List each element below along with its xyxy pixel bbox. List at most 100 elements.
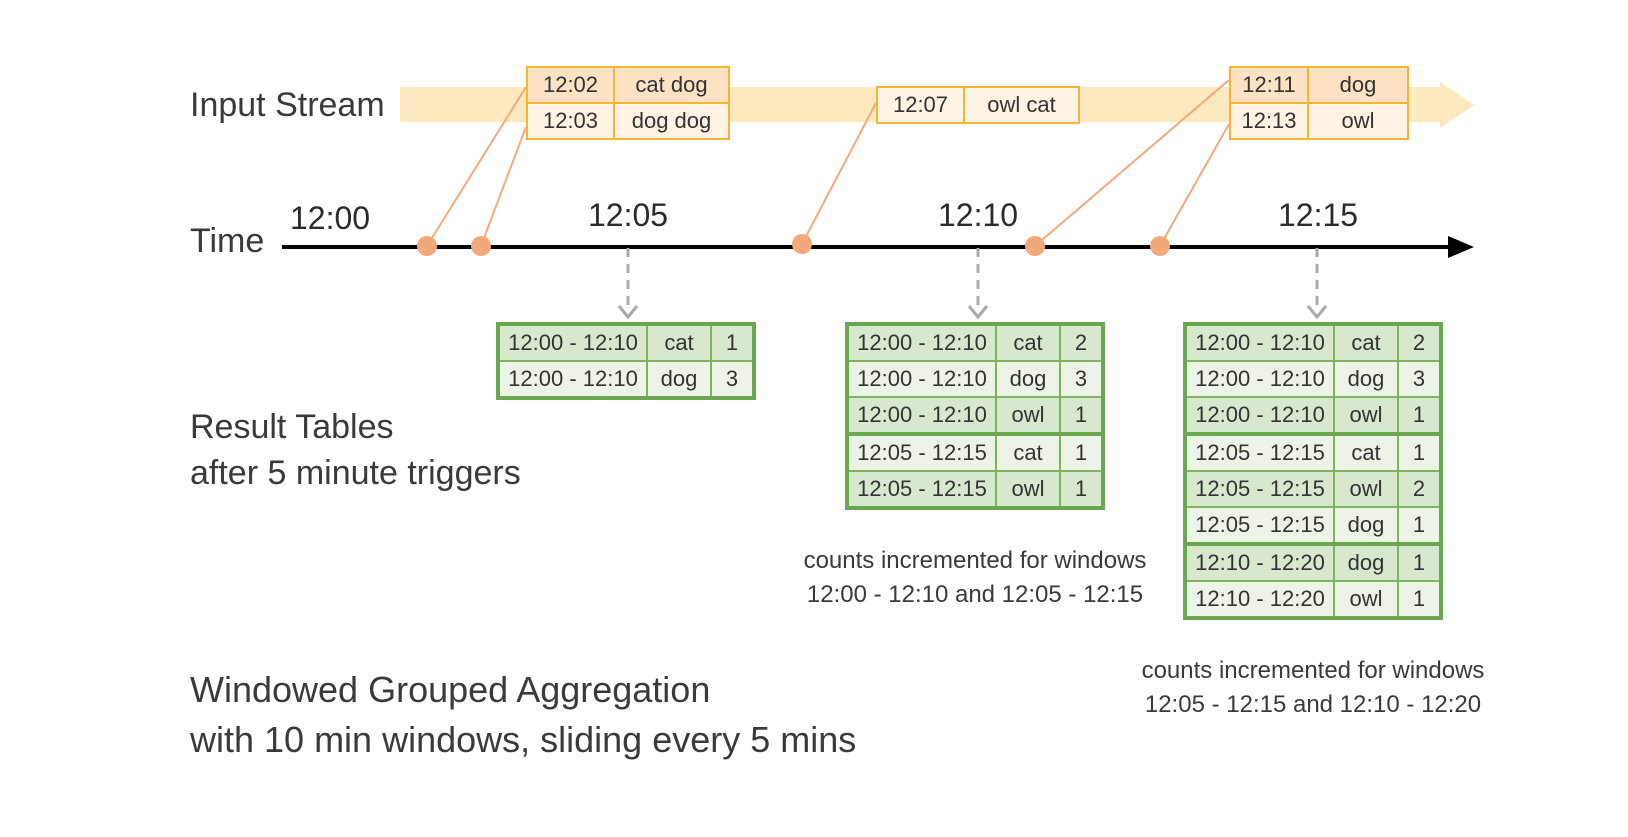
- event-words: owl cat: [963, 86, 1080, 124]
- diagram-caption: Windowed Grouped Aggregation with 10 min…: [190, 665, 856, 765]
- time-axis-label: Time: [190, 222, 265, 260]
- event-table-2: 12:07 owl cat: [876, 86, 1080, 124]
- input-stream-label: Input Stream: [190, 86, 385, 124]
- count-cell: 1: [1397, 396, 1442, 435]
- word-cell: dog: [1333, 542, 1399, 582]
- window-cell: 12:05 - 12:15: [846, 470, 997, 509]
- caption-line-1: Windowed Grouped Aggregation: [190, 669, 711, 710]
- count-cell: 2: [1397, 470, 1442, 508]
- window-cell: 12:00 - 12:10: [846, 360, 997, 398]
- result-row: 12:05 - 12:15 owl 1: [846, 470, 1104, 509]
- event-words: dog: [1307, 66, 1409, 104]
- note-line: counts incremented for windows: [1141, 657, 1485, 684]
- result-row: 12:05 - 12:15 dog 1: [1184, 506, 1442, 545]
- event-words: dog dog: [613, 102, 730, 140]
- time-tick-1205: 12:05: [588, 197, 669, 233]
- window-cell: 12:00 - 12:10: [1184, 396, 1335, 435]
- count-cell: 2: [1397, 323, 1442, 362]
- event-dot-4: [1025, 236, 1045, 256]
- result-table-1215: 12:00 - 12:10 cat 2 12:00 - 12:10 dog 3 …: [1183, 322, 1443, 620]
- event-dot-1: [417, 236, 437, 256]
- result-row: 12:00 - 12:10 dog 3: [1184, 360, 1442, 398]
- result-row: 12:00 - 12:10 owl 1: [1184, 396, 1442, 435]
- event-table-3: 12:11 dog 12:13 owl: [1229, 66, 1409, 140]
- count-cell: 1: [1059, 396, 1104, 435]
- count-cell: 1: [1059, 470, 1104, 509]
- trigger-arrow-1: [617, 248, 639, 320]
- caption-line-2: with 10 min windows, sliding every 5 min…: [190, 719, 857, 760]
- event-words: cat dog: [613, 66, 730, 104]
- connector-event-3: [801, 102, 877, 245]
- time-tick-1210: 12:10: [938, 197, 1019, 233]
- word-cell: owl: [1333, 396, 1399, 435]
- window-cell: 12:10 - 12:20: [1184, 542, 1335, 582]
- result-tables-label: Result Tables after 5 minute triggers: [190, 404, 521, 496]
- event-row: 12:03 dog dog: [526, 102, 730, 140]
- count-cell: 1: [1397, 432, 1442, 472]
- result-row: 12:10 - 12:20 dog 1: [1184, 542, 1442, 582]
- note-1210: counts incremented for windows 12:00 - 1…: [750, 544, 1200, 612]
- event-dot-3: [792, 234, 812, 254]
- window-cell: 12:10 - 12:20: [1184, 580, 1335, 619]
- event-row: 12:02 cat dog: [526, 66, 730, 104]
- trigger-arrow-3: [1306, 248, 1328, 320]
- word-cell: owl: [995, 470, 1061, 509]
- result-row: 12:00 - 12:10 cat 1: [497, 323, 755, 362]
- word-cell: dog: [1333, 360, 1399, 398]
- time-tick-1215: 12:15: [1278, 197, 1359, 233]
- word-cell: cat: [1333, 323, 1399, 362]
- connector-event-5: [1159, 123, 1230, 247]
- event-time: 12:02: [526, 66, 615, 104]
- result-row: 12:00 - 12:10 cat 2: [1184, 323, 1442, 362]
- window-cell: 12:00 - 12:10: [1184, 323, 1335, 362]
- event-row: 12:07 owl cat: [876, 86, 1080, 124]
- window-cell: 12:05 - 12:15: [1184, 432, 1335, 472]
- word-cell: owl: [1333, 470, 1399, 508]
- word-cell: owl: [995, 396, 1061, 435]
- event-words: owl: [1307, 102, 1409, 140]
- event-dot-2: [471, 236, 491, 256]
- event-dot-5: [1150, 236, 1170, 256]
- count-cell: 3: [710, 360, 755, 399]
- result-row: 12:00 - 12:10 owl 1: [846, 396, 1104, 435]
- result-tables-subtitle: after 5 minute triggers: [190, 454, 521, 492]
- result-tables-title: Result Tables: [190, 408, 394, 446]
- window-cell: 12:00 - 12:10: [497, 323, 648, 362]
- count-cell: 2: [1059, 323, 1104, 362]
- connector-event-1: [426, 86, 527, 247]
- result-row: 12:00 - 12:10 dog 3: [497, 360, 755, 399]
- window-cell: 12:00 - 12:10: [497, 360, 648, 399]
- result-row: 12:00 - 12:10 dog 3: [846, 360, 1104, 398]
- count-cell: 3: [1059, 360, 1104, 398]
- result-row: 12:00 - 12:10 cat 2: [846, 323, 1104, 362]
- result-row: 12:10 - 12:20 owl 1: [1184, 580, 1442, 619]
- window-cell: 12:05 - 12:15: [1184, 506, 1335, 545]
- event-time: 12:13: [1229, 102, 1309, 140]
- note-line: 12:00 - 12:10 and 12:05 - 12:15: [806, 581, 1144, 608]
- result-row: 12:05 - 12:15 cat 1: [846, 432, 1104, 472]
- note-line: counts incremented for windows: [803, 547, 1147, 574]
- event-row: 12:13 owl: [1229, 102, 1409, 140]
- word-cell: dog: [995, 360, 1061, 398]
- trigger-arrow-2: [967, 248, 989, 320]
- word-cell: cat: [995, 323, 1061, 362]
- window-cell: 12:00 - 12:10: [1184, 360, 1335, 398]
- word-cell: dog: [1333, 506, 1399, 545]
- word-cell: dog: [646, 360, 712, 399]
- count-cell: 1: [1397, 542, 1442, 582]
- note-line: 12:05 - 12:15 and 12:10 - 12:20: [1144, 691, 1482, 718]
- window-cell: 12:05 - 12:15: [1184, 470, 1335, 508]
- result-table-1210: 12:00 - 12:10 cat 2 12:00 - 12:10 dog 3 …: [845, 322, 1105, 510]
- event-time: 12:11: [1229, 66, 1309, 104]
- result-table-1205: 12:00 - 12:10 cat 1 12:00 - 12:10 dog 3: [496, 322, 756, 400]
- note-1215: counts incremented for windows 12:05 - 1…: [1088, 654, 1538, 722]
- event-table-1: 12:02 cat dog 12:03 dog dog: [526, 66, 730, 140]
- result-row: 12:05 - 12:15 owl 2: [1184, 470, 1442, 508]
- window-cell: 12:00 - 12:10: [846, 396, 997, 435]
- word-cell: cat: [646, 323, 712, 362]
- count-cell: 1: [1397, 506, 1442, 545]
- word-cell: owl: [1333, 580, 1399, 619]
- event-time: 12:07: [876, 86, 965, 124]
- count-cell: 1: [1397, 580, 1442, 619]
